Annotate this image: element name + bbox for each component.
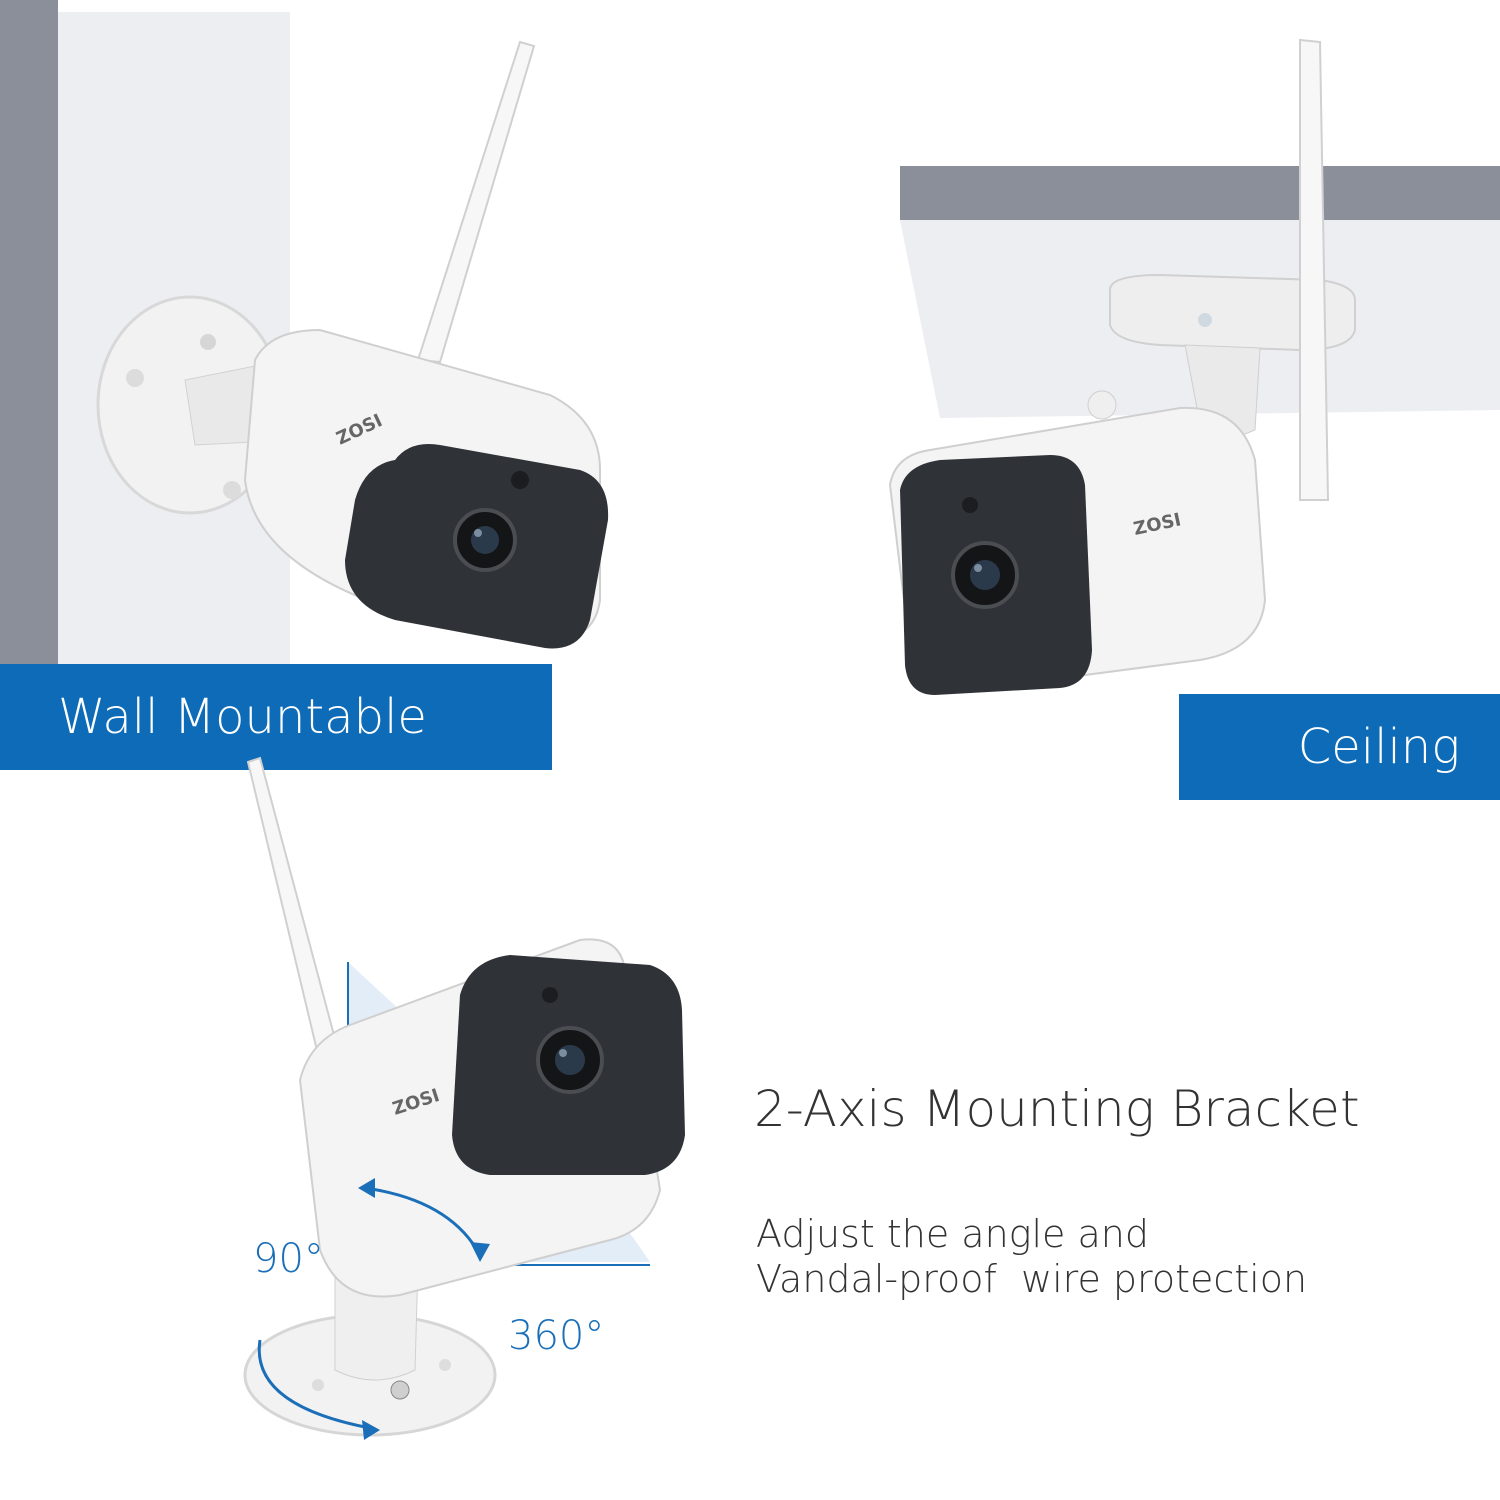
feature-title: 2-Axis Mounting Bracket (754, 1080, 1360, 1138)
pan-angle-label: 360° (508, 1313, 605, 1359)
feature-description-line-2: Vandal-proof wire protection (756, 1257, 1308, 1301)
tilt-angle-label: 90° (253, 1236, 324, 1282)
ceiling-mount-scene: ZOSI (860, 30, 1500, 710)
bracket-camera-illustration: ZOSI (243, 756, 685, 1440)
wall-mountable-label: Wall Mountable (0, 664, 552, 770)
wall-mountable-text: Wall Mountable (58, 689, 427, 745)
ceiling-camera-illustration: ZOSI (888, 38, 1500, 695)
ceiling-text: Ceiling (1297, 719, 1460, 775)
bracket-scene: ZOSI (230, 750, 710, 1470)
wall-mount-scene: ZOSI (0, 0, 700, 780)
wall-camera-illustration: ZOSI (0, 0, 609, 665)
ceiling-label: Ceiling (1179, 694, 1500, 800)
feature-description-line-1: Adjust the angle and (756, 1212, 1149, 1256)
